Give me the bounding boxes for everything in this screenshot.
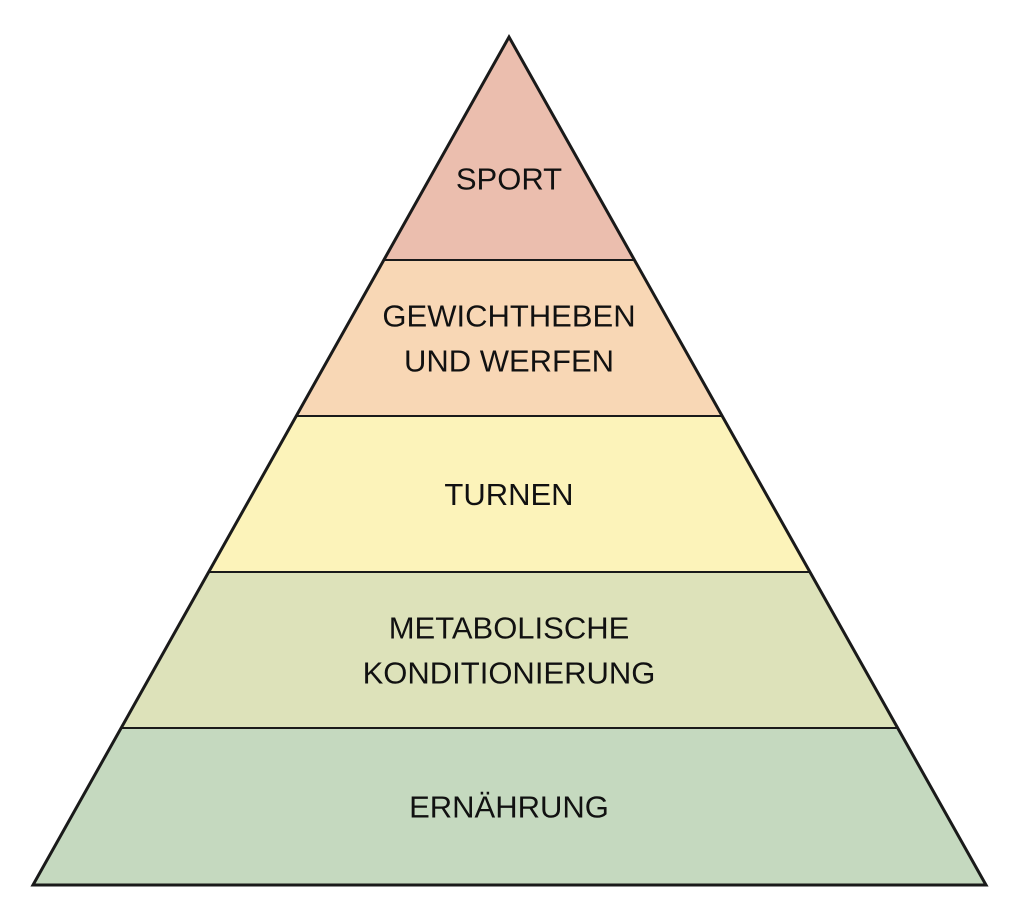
pyramid-level-label-line: SPORT [456, 162, 562, 197]
pyramid-level-label-line: TURNEN [444, 477, 573, 512]
pyramid-level-label: GEWICHTHEBEN UND WERFEN [382, 299, 635, 379]
pyramid-level-label: METABOLISCHE KONDITIONIERUNG [363, 611, 656, 691]
pyramid-level-label: TURNEN [444, 477, 573, 512]
pyramid-level-turnen [208, 416, 810, 572]
pyramid-level-label-line: METABOLISCHE [389, 611, 630, 646]
pyramid-level-sport [383, 37, 635, 260]
pyramid-level-label-line: UND WERFEN [404, 344, 614, 379]
pyramid-level-metabolische-konditionierung [121, 572, 898, 728]
pyramid-level-label: SPORT [456, 162, 562, 197]
pyramid-level-gewichtheben-und-werfen [296, 260, 723, 416]
pyramid-level-label-line: GEWICHTHEBEN [382, 299, 635, 334]
pyramid-level-label-line: ERNÄHRUNG [409, 790, 609, 825]
pyramid-outline [30, 33, 989, 887]
pyramid-level-ernaehrung [33, 728, 986, 885]
pyramid-level-label-line: KONDITIONIERUNG [363, 656, 656, 691]
pyramid-level-label: ERNÄHRUNG [409, 790, 609, 825]
